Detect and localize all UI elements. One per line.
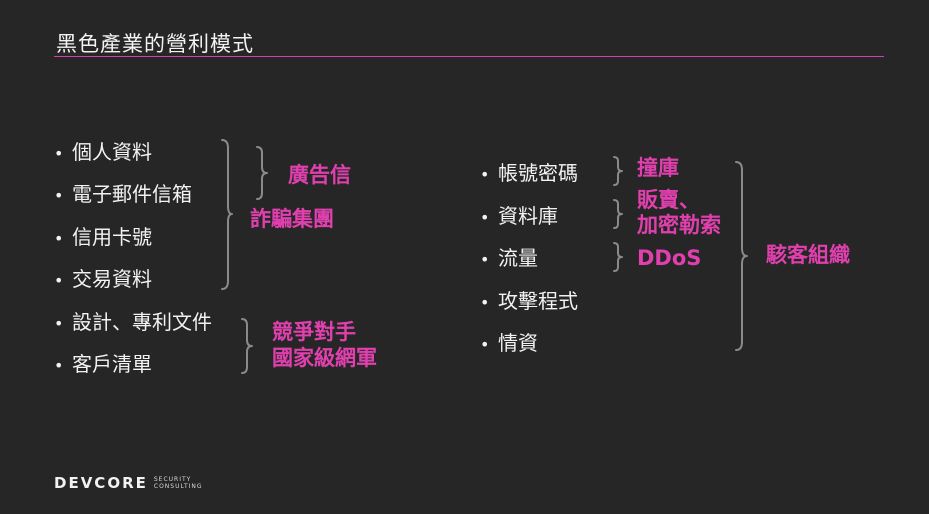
brace-icon (241, 318, 253, 374)
label-state-army: 國家級網軍 (272, 346, 377, 370)
brace-icon (613, 199, 623, 229)
bullet-icon: • (54, 144, 64, 163)
label-ddos: DDoS (637, 246, 702, 270)
list-item: •信用卡號 (54, 225, 152, 249)
slide-title: 黑色產業的營利模式 (56, 32, 254, 56)
list-item: •情資 (480, 331, 538, 355)
list-item: •設計、專利文件 (54, 310, 212, 334)
label-hacker-org: 駭客組織 (766, 243, 850, 267)
list-item: •流量 (480, 246, 538, 270)
bullet-icon: • (480, 335, 490, 354)
list-item: •帳號密碼 (480, 161, 578, 185)
list-item: •個人資料 (54, 140, 152, 164)
list-item: •電子郵件信箱 (54, 182, 192, 206)
bullet-icon: • (480, 165, 490, 184)
bullet-icon: • (54, 186, 64, 205)
bullet-icon: • (480, 208, 490, 227)
list-item: •客戶清單 (54, 352, 152, 376)
bullet-icon: • (480, 250, 490, 269)
devcore-logo: DEVCORE SECURITY CONSULTING (54, 474, 203, 492)
bullet-icon: • (54, 314, 64, 333)
bullet-icon: • (54, 356, 64, 375)
logo-subtitle: SECURITY CONSULTING (153, 476, 203, 490)
label-competitor: 競爭對手 (272, 320, 356, 344)
brace-icon (613, 156, 623, 186)
label-credential-stuffing: 撞庫 (637, 156, 679, 180)
brace-icon (221, 139, 233, 290)
logo-wordmark: DEVCORE (54, 474, 148, 492)
brace-icon (735, 161, 748, 351)
bullet-icon: • (54, 229, 64, 248)
bullet-icon: • (54, 271, 64, 290)
title-divider (54, 56, 884, 57)
list-item: •交易資料 (54, 267, 152, 291)
bullet-icon: • (480, 293, 490, 312)
label-fraud-group: 詐騙集團 (250, 207, 334, 231)
label-sell-line2: 加密勒索 (637, 213, 721, 237)
brace-icon (613, 242, 623, 272)
list-item: •資料庫 (480, 204, 558, 228)
label-ad-mail: 廣告信 (288, 163, 351, 187)
brace-icon (256, 146, 268, 200)
list-item: •攻擊程式 (480, 289, 578, 313)
label-sell-line1: 販賣、 (637, 188, 700, 212)
